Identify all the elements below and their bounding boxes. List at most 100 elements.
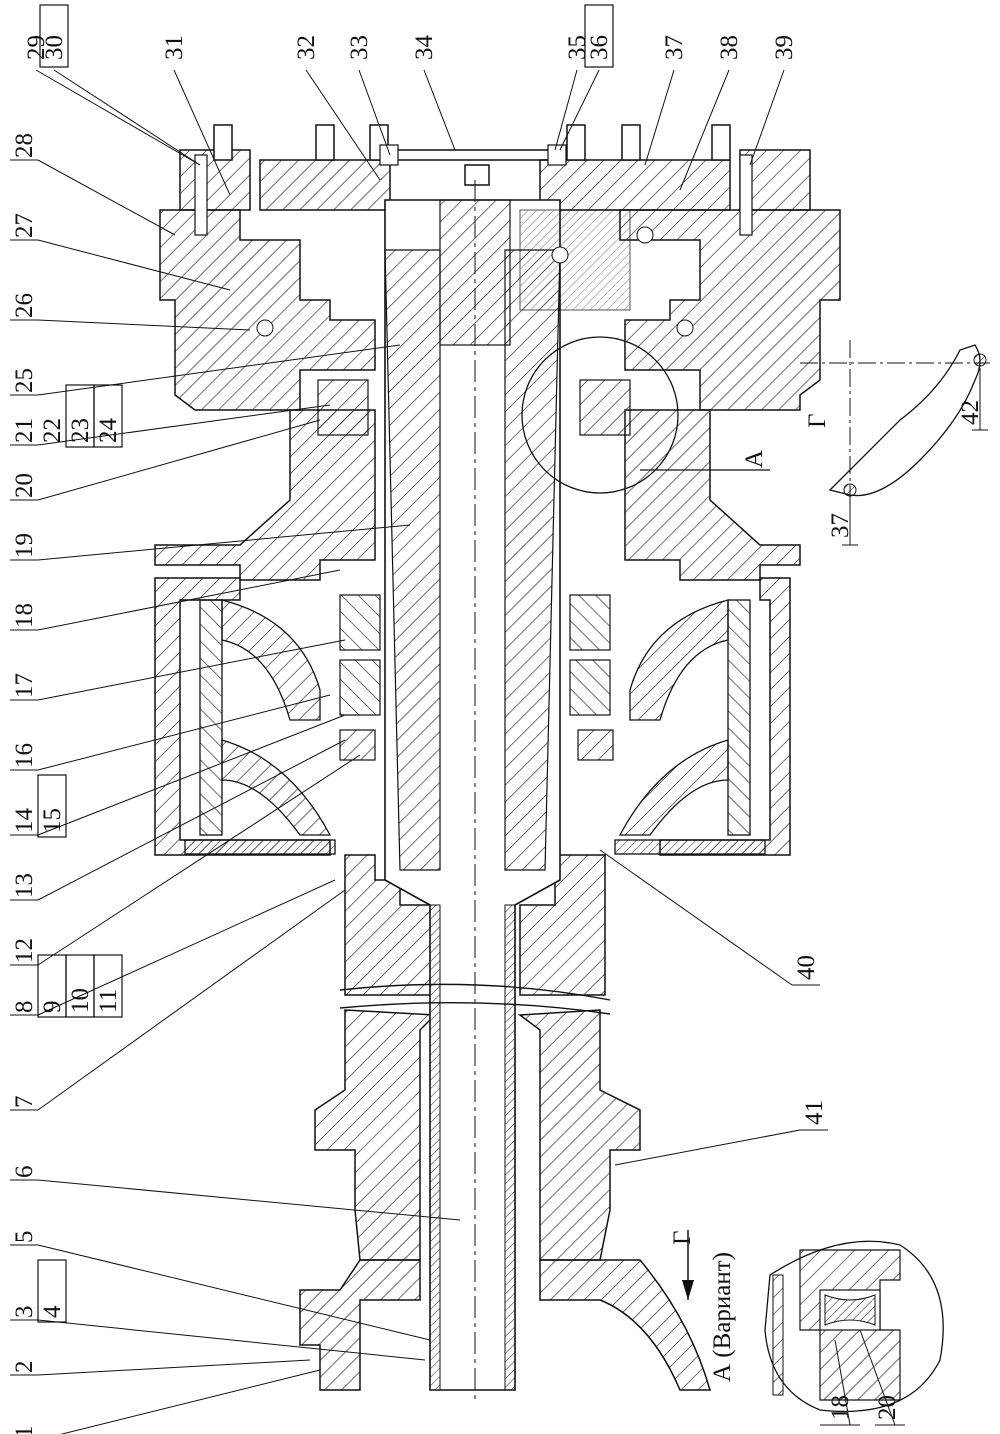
callout-number: 39 (771, 35, 798, 60)
callout-number: 18 (11, 603, 38, 628)
callout-number: 23 (67, 418, 94, 443)
callout-number: 27 (11, 213, 38, 238)
callout-number: 16 (11, 743, 38, 768)
leader-left-14: 14 (10, 714, 346, 836)
callout-number: 10 (67, 988, 94, 1013)
leader-left-25: 25 (10, 344, 401, 396)
leader-top-36: 36 (559, 4, 614, 151)
leader-left-6: 6 (10, 1166, 461, 1221)
detail-a-marker: А (741, 450, 768, 468)
leader-top-34: 34 (411, 35, 456, 151)
callout-number: 11 (95, 989, 122, 1013)
top-bolts (194, 124, 753, 236)
callout-number: 22 (39, 418, 66, 443)
leader-left-4: 4 (37, 1259, 67, 1323)
leader-top-38: 38 (679, 35, 743, 191)
view-arrow-letter: Г (669, 1231, 696, 1245)
callout-number: 37 (661, 35, 688, 60)
callout-number: 32 (293, 35, 320, 60)
leader-left-20: 20 (10, 419, 321, 501)
leader-left-24: 24 (93, 384, 123, 448)
callout-number: 15 (39, 808, 66, 833)
detail-a-variant-view (764, 1240, 944, 1413)
callout-number: 8 (11, 1001, 38, 1014)
callout-number: 24 (95, 418, 122, 444)
leader-left-13: 13 (10, 739, 346, 901)
detail-caption: А (Вариант) (709, 1252, 736, 1382)
leader-left-15: 15 (37, 774, 67, 838)
leader-right-41: 41 (614, 1100, 828, 1166)
view-arrow-g: Г (669, 1230, 696, 1300)
callout-number: 19 (11, 533, 38, 558)
leader-left-17: 17 (10, 639, 346, 701)
leader-top-29: 29 (23, 35, 201, 166)
leader-left-1: 1 (11, 1369, 321, 1434)
leader-left-22: 22 (39, 418, 66, 443)
leader-right-40: 40 (599, 849, 820, 986)
callout-number: 30 (41, 35, 68, 60)
leader-top-39: 39 (749, 35, 798, 166)
callout-number: 34 (411, 35, 438, 61)
leader-top-30: 30 (39, 4, 201, 166)
leader-top-33: 33 (346, 35, 391, 156)
callout-number: 41 (801, 1100, 828, 1125)
callout-number: 29 (23, 35, 50, 60)
leader-left-9: 9 (37, 954, 67, 1018)
leader-left-26: 26 (10, 293, 251, 331)
leader-left-19: 19 (10, 524, 411, 561)
leader-left-28: 28 (10, 133, 176, 236)
callout-number: 21 (11, 418, 38, 443)
callout-number: 3 (11, 1306, 38, 1319)
leader-left-12: 12 (10, 754, 361, 966)
leader-left-8: 8 (10, 879, 336, 1016)
housing-section (154, 124, 841, 1391)
leader-left-27: 27 (10, 213, 231, 291)
callout-number: 35 (564, 35, 591, 60)
callout-number: 12 (11, 938, 38, 963)
callout-number: 17 (11, 673, 38, 698)
callout-number: 6 (11, 1166, 38, 1179)
callout-number: 40 (793, 955, 820, 980)
callout-number: 7 (11, 1096, 38, 1109)
leader-left-10: 10 (65, 954, 95, 1018)
callout-number: 14 (11, 808, 38, 834)
leader-top-37: 37 (644, 35, 688, 166)
callout-number: 31 (161, 35, 188, 60)
leader-left-3: 3 (10, 1306, 426, 1361)
detail-labels: 18 20 (820, 1329, 905, 1426)
callout-number: 9 (39, 1001, 66, 1014)
callout-number: 20 (11, 473, 38, 498)
callout-number: 2 (11, 1361, 38, 1374)
leader-left-16: 16 (10, 694, 331, 771)
callout-number: 36 (586, 35, 613, 60)
leader-left-21: 21 (10, 404, 331, 446)
main-shaft (339, 180, 611, 1400)
leader-top-32: 32 (293, 35, 381, 181)
callout-number: 33 (346, 35, 373, 60)
section-view-label-42: 42 (957, 400, 984, 425)
callout-number: 25 (11, 368, 38, 393)
detail-label-18: 18 (827, 1395, 854, 1420)
leader-left-2: 2 (10, 1359, 311, 1376)
leader-top-35: 35 (554, 35, 591, 151)
section-view-label-37: 37 (827, 513, 854, 538)
leader-left-11: 11 (93, 954, 123, 1018)
section-view-g: Г 37 42 (800, 340, 990, 546)
detail-a-circle (521, 336, 679, 494)
callout-number: 26 (11, 293, 38, 318)
callout-number: 5 (11, 1231, 38, 1244)
callout-number: 4 (39, 1305, 66, 1318)
section-view-letter: Г (804, 414, 831, 428)
bearings (256, 209, 694, 761)
leader-left-23: 23 (65, 384, 95, 448)
callout-number: 1 (11, 1426, 38, 1434)
callout-number: 28 (11, 133, 38, 158)
callout-number: 13 (11, 873, 38, 898)
callout-number: 38 (716, 35, 743, 60)
detail-label-20: 20 (874, 1395, 901, 1420)
leader-left-7: 7 (10, 889, 346, 1111)
leader-top-31: 31 (161, 35, 231, 196)
